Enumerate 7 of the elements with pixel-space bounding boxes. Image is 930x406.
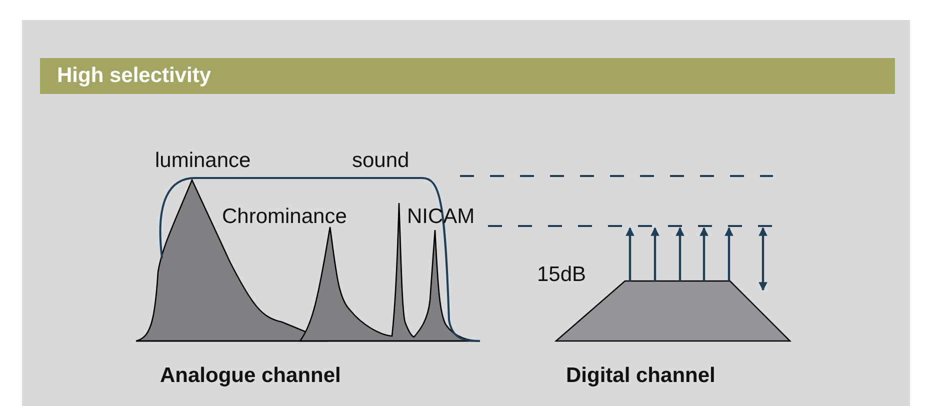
channel-caption: Analogue channel: [160, 365, 341, 386]
spectrum-label: Chrominance: [222, 206, 347, 227]
section-title: High selectivity: [57, 64, 212, 88]
spectrum-label: luminance: [155, 150, 251, 171]
spectrum-label: sound: [352, 150, 410, 171]
channel-caption: Digital channel: [566, 365, 716, 386]
level-label: 15dB: [537, 264, 586, 285]
